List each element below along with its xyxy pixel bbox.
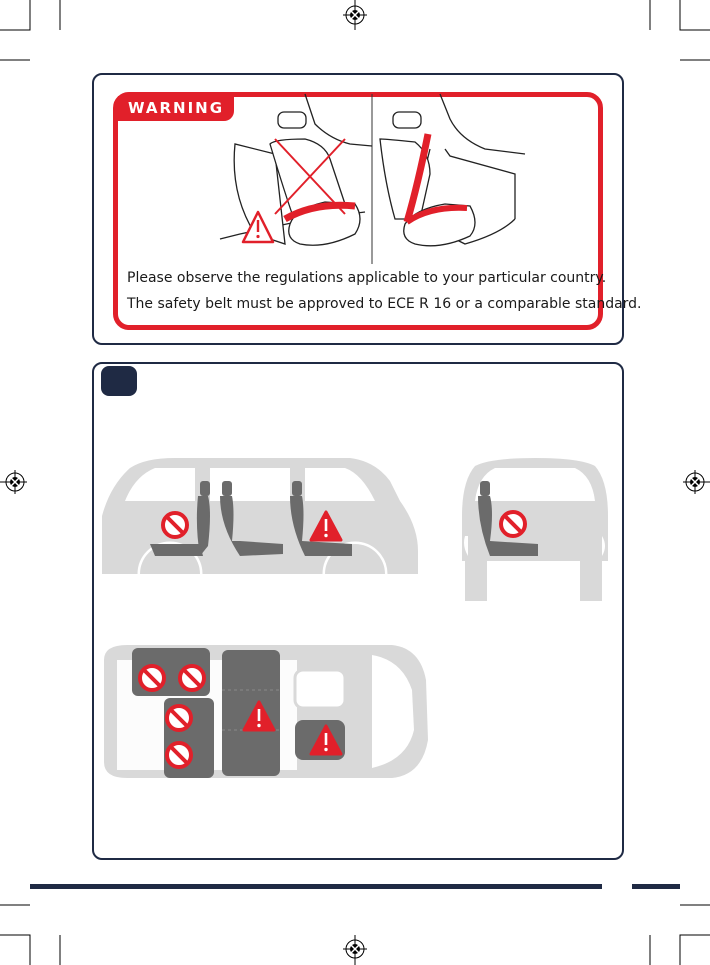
prohibited-icon xyxy=(140,666,164,690)
car-rear-view xyxy=(460,456,610,606)
prohibited-icon xyxy=(167,706,191,730)
prohibited-icon xyxy=(163,513,187,537)
seating-frame xyxy=(92,362,624,860)
car-side-view xyxy=(100,456,420,606)
seat-belt-illustration xyxy=(215,94,535,269)
prohibited-icon xyxy=(501,512,525,536)
registration-mark-icon xyxy=(343,937,367,961)
registration-mark-icon xyxy=(343,3,367,27)
footer-rule-tab xyxy=(632,884,680,889)
prohibited-icon xyxy=(167,743,191,767)
step-marker xyxy=(101,366,137,396)
warning-text-2: The safety belt must be approved to ECE … xyxy=(127,293,642,315)
footer-rule xyxy=(30,884,602,889)
prohibited-icon xyxy=(180,666,204,690)
registration-mark-icon xyxy=(683,470,707,494)
warning-text-1: Please observe the regulations applicabl… xyxy=(127,267,606,289)
car-top-view xyxy=(102,640,432,785)
registration-mark-icon xyxy=(3,470,27,494)
